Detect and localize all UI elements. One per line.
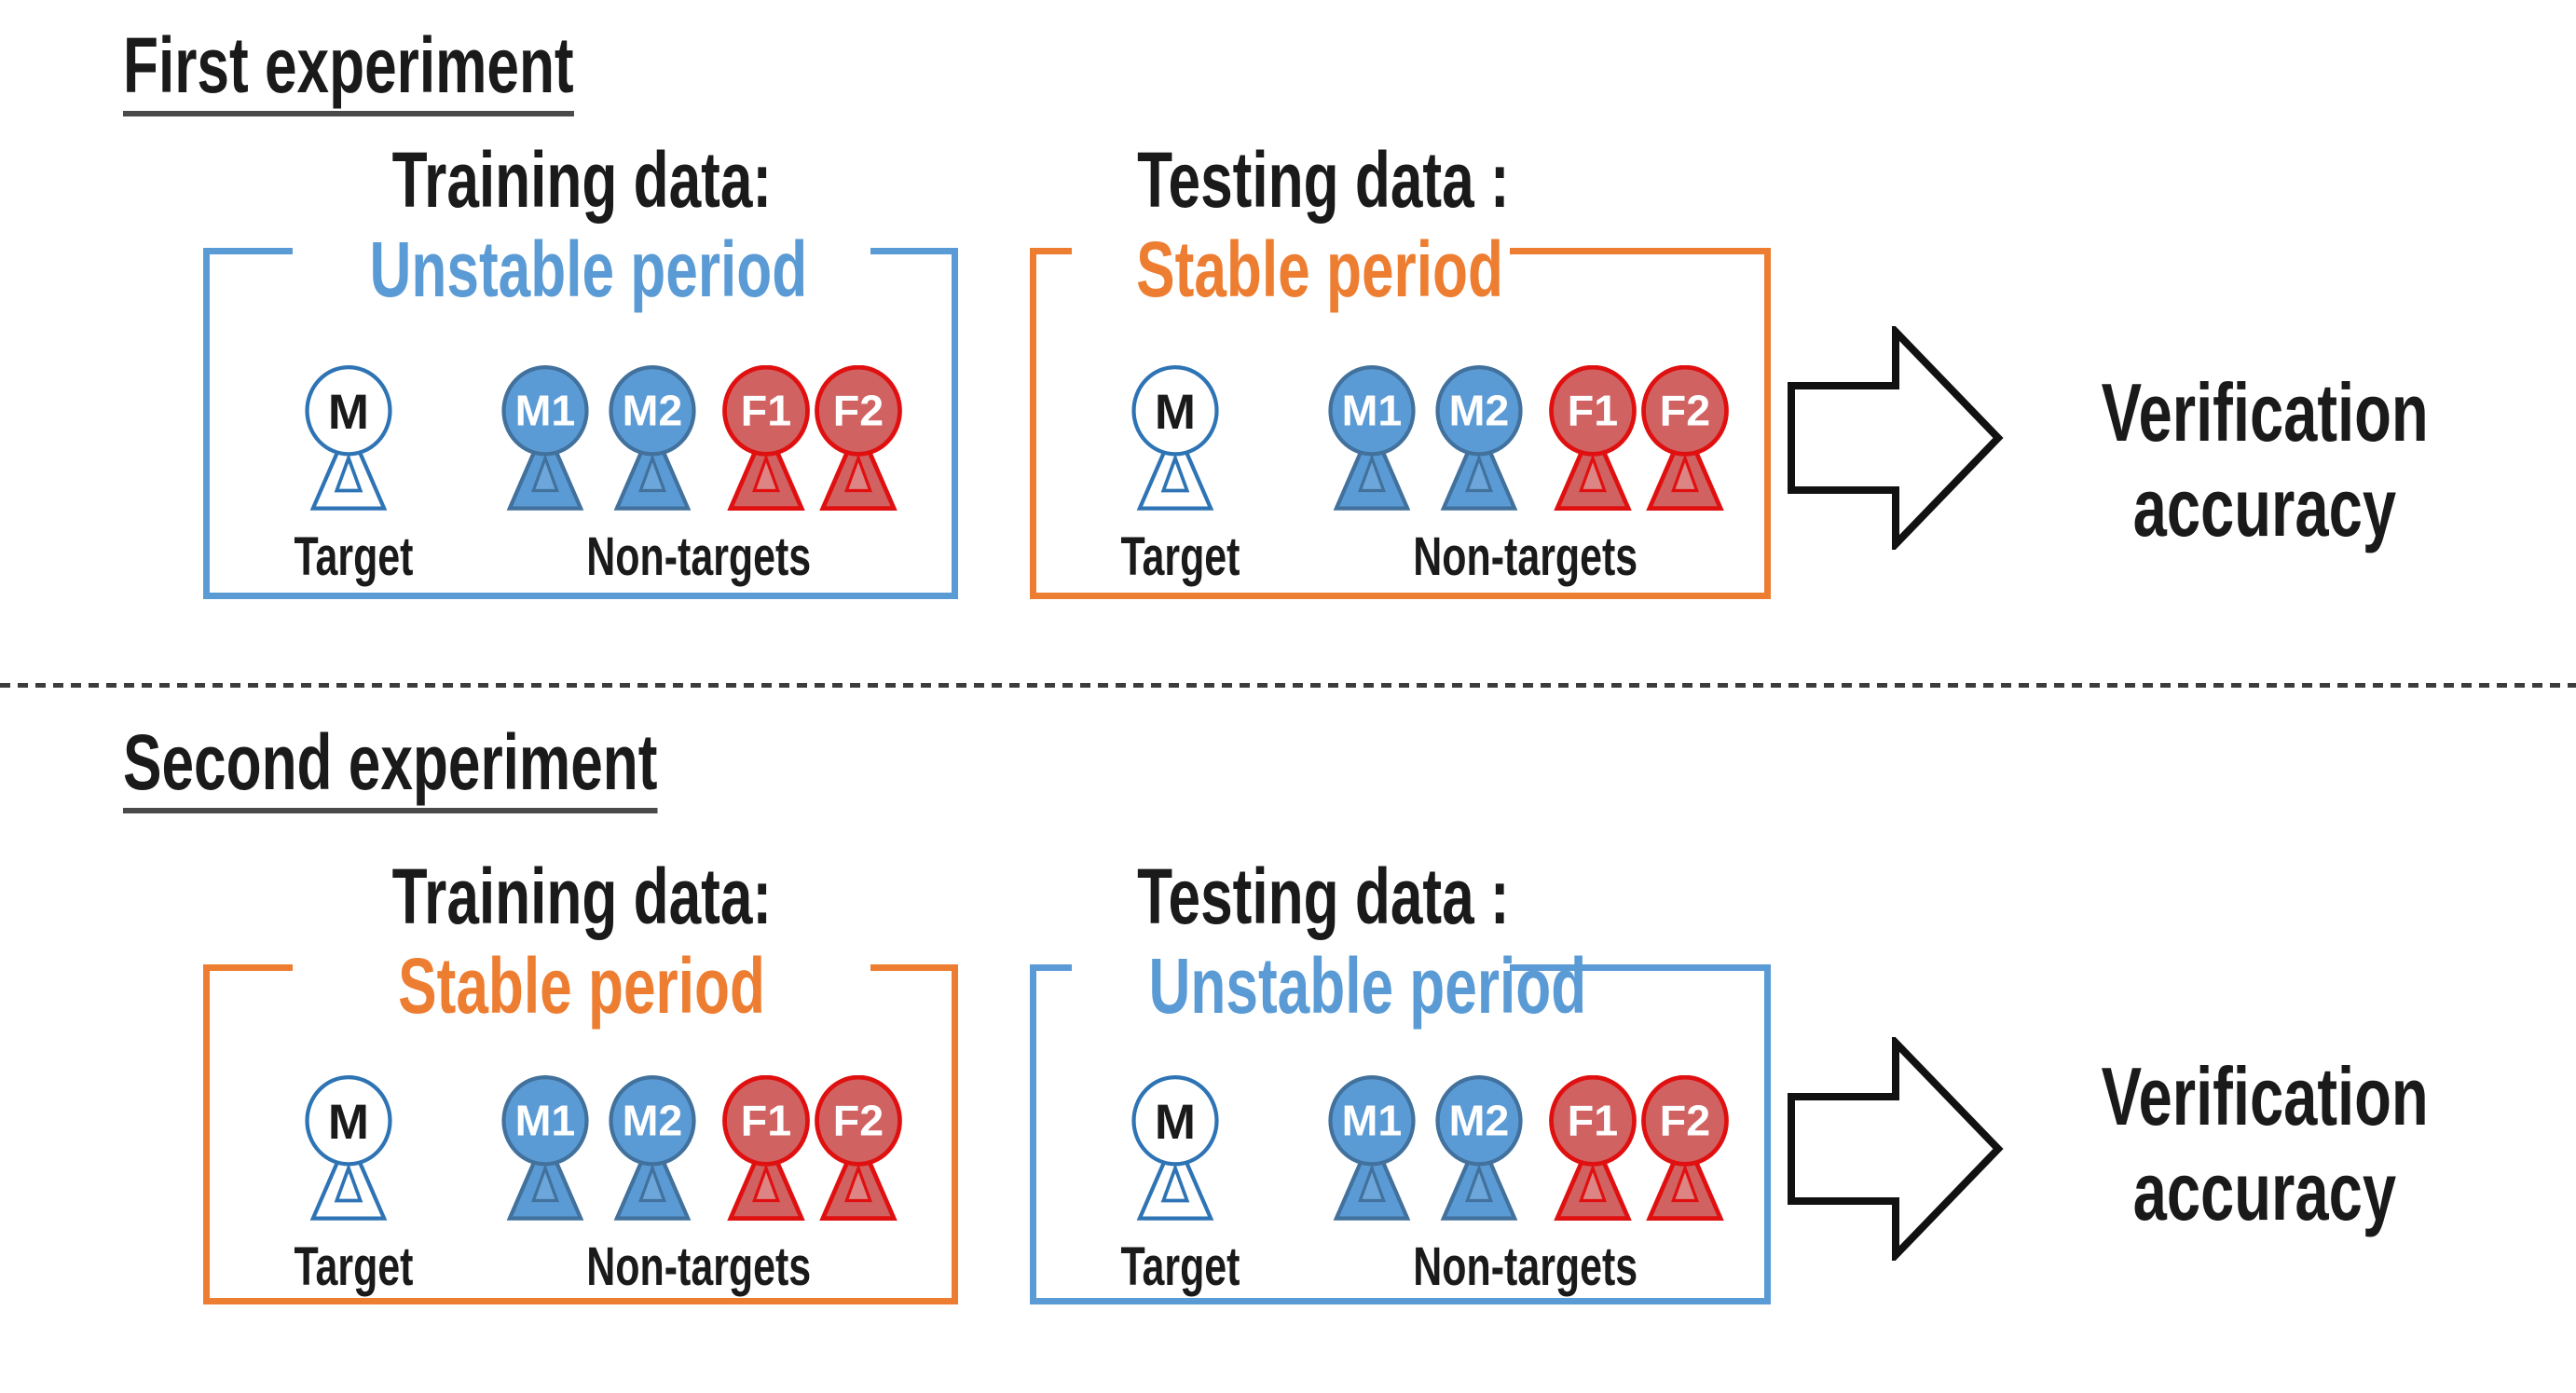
stable-period-label: Stable period xyxy=(398,942,765,1030)
target-person-icon: M xyxy=(305,1075,392,1221)
svg-text:F2: F2 xyxy=(833,1097,884,1145)
nontarget-male2-icon: M2 xyxy=(1435,365,1523,511)
nontarget-male1-icon: M1 xyxy=(1328,365,1416,511)
svg-text:F1: F1 xyxy=(741,387,791,435)
training-data-label: Training data: xyxy=(391,136,772,224)
nontarget-male1-icon: M1 xyxy=(501,1075,589,1221)
exp1-training-title: Training data: Unstable period xyxy=(293,135,870,314)
svg-text:M1: M1 xyxy=(1342,387,1403,435)
nontarget-male2-icon: M2 xyxy=(1435,1075,1523,1221)
exp1-result-label: Verification accuracy xyxy=(2101,366,2429,553)
svg-text:F1: F1 xyxy=(1568,1097,1618,1145)
exp2-testing-title: Testing data : Unstable period xyxy=(1072,852,1587,1031)
svg-text:M1: M1 xyxy=(1342,1097,1403,1145)
exp2-training-box: M M1 M2 F1 F2 Target Non-targets xyxy=(203,964,958,1304)
exp1-testing-title: Testing data : Stable period xyxy=(1072,135,1510,314)
svg-text:M1: M1 xyxy=(515,387,576,435)
training-data-label: Training data: xyxy=(391,853,772,940)
svg-text:M: M xyxy=(1155,385,1196,440)
nontarget-male2-icon: M2 xyxy=(609,1075,696,1221)
testing-data-label: Testing data : xyxy=(1137,853,1510,940)
nontarget-female1-icon: F1 xyxy=(722,1075,810,1221)
svg-text:M: M xyxy=(1155,1095,1196,1150)
target-caption: Target xyxy=(293,526,413,587)
nontargets-caption: Non-targets xyxy=(1413,526,1638,587)
svg-text:F1: F1 xyxy=(741,1097,791,1145)
svg-text:M2: M2 xyxy=(1449,1097,1510,1145)
svg-text:M: M xyxy=(328,1095,369,1150)
exp2-training-title: Training data: Stable period xyxy=(293,852,870,1031)
svg-text:F2: F2 xyxy=(1660,387,1710,435)
svg-text:F1: F1 xyxy=(1568,387,1618,435)
dashed-divider xyxy=(0,683,2576,688)
second-experiment-heading: Second experiment xyxy=(123,719,845,814)
stable-period-label: Stable period xyxy=(1136,225,1503,313)
nontarget-female1-icon: F1 xyxy=(1549,1075,1637,1221)
nontarget-male1-icon: M1 xyxy=(1328,1075,1416,1221)
nontargets-caption: Non-targets xyxy=(586,1236,812,1297)
nontargets-caption: Non-targets xyxy=(1413,1236,1638,1297)
svg-text:M1: M1 xyxy=(515,1097,576,1145)
target-caption: Target xyxy=(293,1236,413,1297)
nontarget-female2-icon: F2 xyxy=(815,365,902,511)
nontarget-female2-icon: F2 xyxy=(815,1075,902,1221)
svg-text:M2: M2 xyxy=(1449,387,1510,435)
exp2-result-label: Verification accuracy xyxy=(2101,1050,2429,1237)
nontarget-male1-icon: M1 xyxy=(501,365,589,511)
nontarget-female1-icon: F1 xyxy=(1549,365,1637,511)
first-experiment-heading: First experiment xyxy=(123,22,733,117)
nontarget-female2-icon: F2 xyxy=(1641,1075,1729,1221)
target-person-icon: M xyxy=(305,365,392,511)
svg-text:F2: F2 xyxy=(1660,1097,1710,1145)
svg-text:M2: M2 xyxy=(623,1097,683,1145)
nontarget-female2-icon: F2 xyxy=(1641,365,1729,511)
target-caption: Target xyxy=(1119,526,1240,587)
svg-text:M: M xyxy=(328,385,369,440)
unstable-period-label: Unstable period xyxy=(1148,942,1587,1030)
nontarget-female1-icon: F1 xyxy=(722,365,810,511)
nontarget-male2-icon: M2 xyxy=(609,365,696,511)
right-arrow-icon xyxy=(1788,326,2004,550)
nontargets-caption: Non-targets xyxy=(586,526,812,587)
target-person-icon: M xyxy=(1131,1075,1219,1221)
svg-text:M2: M2 xyxy=(623,387,683,435)
testing-data-label: Testing data : xyxy=(1137,136,1510,224)
unstable-period-label: Unstable period xyxy=(369,225,808,313)
target-person-icon: M xyxy=(1131,365,1219,511)
right-arrow-icon xyxy=(1788,1037,2004,1261)
svg-text:F2: F2 xyxy=(833,387,884,435)
target-caption: Target xyxy=(1119,1236,1240,1297)
